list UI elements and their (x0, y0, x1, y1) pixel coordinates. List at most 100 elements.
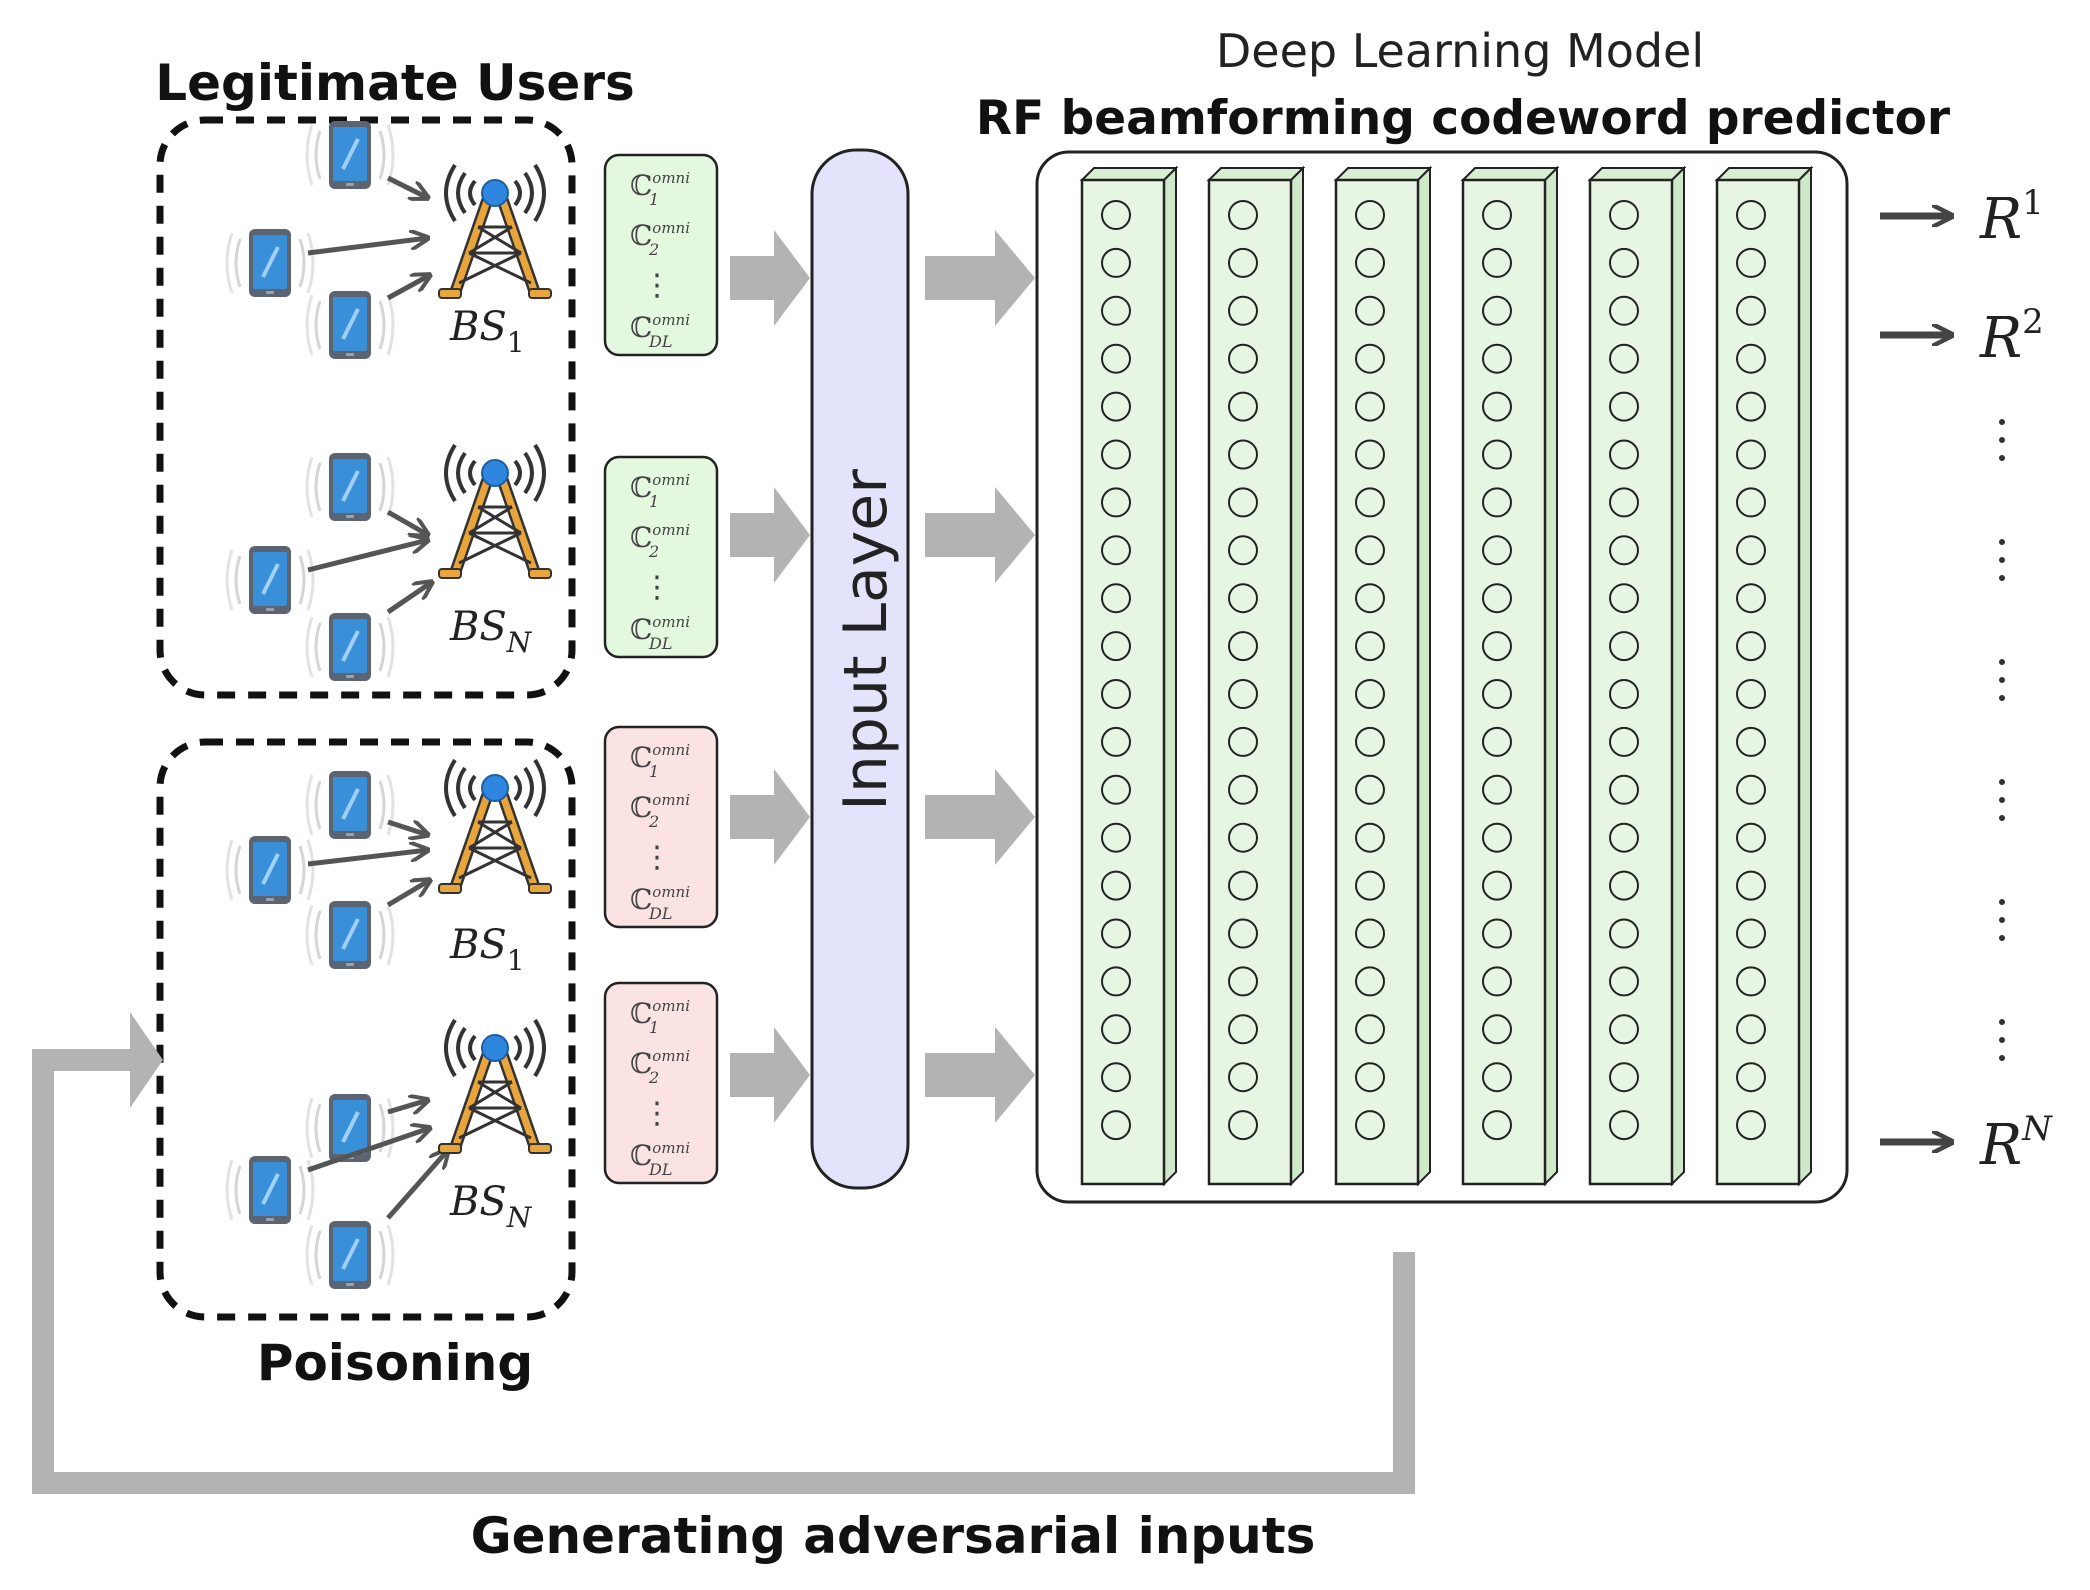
feedback-loop-arrow (32, 1049, 1415, 1494)
neuron (1609, 774, 1639, 805)
neuron (1736, 583, 1766, 614)
flow-arrow (925, 1027, 1035, 1123)
poisoning-group (156, 738, 576, 1321)
neuron (1736, 1062, 1766, 1093)
neuron (1482, 295, 1512, 326)
flow-arrow (925, 230, 1035, 326)
neuron (1101, 918, 1131, 949)
neuron (1101, 535, 1131, 566)
neuron (1609, 1110, 1639, 1141)
neuron (1482, 870, 1512, 901)
neuron (1736, 535, 1766, 566)
neuron (1228, 295, 1258, 326)
neuron (1355, 487, 1385, 518)
neuron (1355, 1110, 1385, 1141)
neuron (1736, 918, 1766, 949)
flow-arrow (730, 1027, 810, 1123)
neuron (1609, 1014, 1639, 1045)
neuron (1482, 679, 1512, 709)
cell-poison-n: BSN (225, 1020, 551, 1291)
neuron (1736, 391, 1766, 422)
phone-icon (225, 227, 315, 299)
neuron (1736, 774, 1766, 805)
neuron (1355, 918, 1385, 949)
neuron (1609, 343, 1639, 374)
neuron (1228, 200, 1258, 230)
predictor-title: RF beamforming codeword predictor (976, 91, 1951, 146)
feedback-arrowhead (130, 1012, 163, 1108)
neuron (1609, 535, 1639, 566)
neuron (1355, 295, 1385, 326)
neuron (1355, 870, 1385, 901)
codeword-ellipsis: ⋮ (642, 840, 672, 875)
cell-legit-n: BSN (225, 445, 551, 683)
neuron (1228, 631, 1258, 662)
tower-icon (439, 165, 551, 298)
svg-text:R1: R1 (1979, 183, 2044, 252)
neuron (1228, 391, 1258, 422)
neuron (1101, 726, 1131, 757)
neuron (1101, 1062, 1131, 1093)
poisoning-title: Poisoning (257, 1334, 533, 1392)
phone-icon (305, 769, 395, 841)
phone-icon (305, 1219, 395, 1291)
hidden-layer (1333, 165, 1433, 1187)
neuron (1482, 247, 1512, 278)
flow-arrow (730, 769, 810, 865)
neuron (1228, 1062, 1258, 1093)
legitimate-users-title: Legitimate Users (155, 54, 635, 112)
flow-arrow (925, 769, 1035, 865)
flow-arrow (730, 230, 810, 326)
neuron (1355, 200, 1385, 230)
neuron (1482, 1062, 1512, 1093)
model-title: Deep Learning Model (1216, 24, 1704, 78)
neuron (1228, 1110, 1258, 1141)
neuron (1609, 487, 1639, 518)
neuron (1101, 200, 1131, 230)
hidden-layer (1460, 165, 1560, 1187)
neuron (1609, 631, 1639, 662)
neuron (1355, 1014, 1385, 1045)
neuron (1355, 1062, 1385, 1093)
neuron (1355, 679, 1385, 709)
neuron (1482, 1110, 1512, 1141)
hidden-layer (1206, 165, 1306, 1187)
tower-icon (439, 445, 551, 578)
neuron (1736, 439, 1766, 470)
neuron (1736, 200, 1766, 230)
output-rn: RN (1880, 1109, 2053, 1178)
neuron (1228, 343, 1258, 374)
input-layer (810, 148, 910, 1190)
neuron (1609, 391, 1639, 422)
phone-icon (305, 611, 395, 683)
bs-label: BS1 (449, 304, 525, 359)
phone-icon (305, 451, 395, 523)
cell-legit-1: BS1 (225, 119, 551, 361)
neuron (1482, 391, 1512, 422)
neuron (1101, 487, 1131, 518)
neuron (1101, 966, 1131, 997)
bs-label: BS1 (449, 922, 525, 977)
neuron (1609, 583, 1639, 614)
neuron (1101, 391, 1131, 422)
neuron (1101, 679, 1131, 709)
input-layer-label: Input Layer (831, 469, 901, 811)
neuron (1228, 966, 1258, 997)
output-r1: R1 (1880, 183, 2044, 252)
neuron (1228, 822, 1258, 853)
phone-icon (305, 899, 395, 971)
neuron (1609, 822, 1639, 853)
neuron (1101, 1110, 1131, 1141)
neuron (1228, 870, 1258, 901)
output-ellipsis (1999, 419, 2005, 1061)
neuron (1228, 1014, 1258, 1045)
tower-icon (439, 760, 551, 893)
neuron (1482, 822, 1512, 853)
